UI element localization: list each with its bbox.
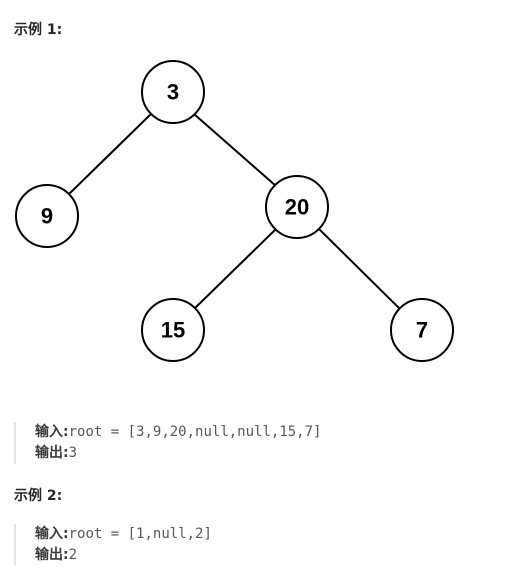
tree-node-3: 3 (141, 60, 205, 124)
edge-3-20 (193, 113, 277, 187)
example-1-input-value: root = [3,9,20,null,null,15,7] (68, 424, 322, 440)
example-1-code-block: 输入:root = [3,9,20,null,null,15,7] 输出:3 (14, 422, 321, 464)
edge-3-9 (67, 113, 152, 196)
example-2-input-value: root = [1,null,2] (68, 526, 212, 542)
tree-node-9: 9 (15, 184, 79, 248)
edge-20-7 (318, 228, 401, 310)
tree-node-20-label: 20 (285, 195, 309, 220)
output-label: 输出: (35, 547, 69, 563)
tree-node-15: 15 (141, 298, 205, 362)
example-1-input-line: 输入:root = [3,9,20,null,null,15,7] (35, 422, 321, 443)
tree-node-9-label: 9 (41, 204, 53, 229)
input-label: 输入: (35, 424, 69, 440)
output-label: 输出: (35, 445, 69, 461)
tree-node-20: 20 (265, 175, 329, 239)
example-2-code-block: 输入:root = [1,null,2] 输出:2 (14, 524, 212, 566)
input-label: 输入: (35, 526, 69, 542)
tree-node-7-label: 7 (416, 318, 428, 343)
example-2-output-line: 输出:2 (35, 545, 212, 566)
binary-tree-diagram: 3 9 20 15 7 (15, 60, 454, 362)
tree-node-15-label: 15 (161, 318, 185, 343)
example-2-output-value: 2 (68, 547, 78, 563)
example-1-title: 示例 1: (14, 22, 63, 38)
tree-node-7: 7 (390, 298, 454, 362)
example-1-output-line: 输出:3 (35, 443, 321, 464)
tree-node-3-label: 3 (167, 80, 179, 105)
example-2-input-line: 输入:root = [1,null,2] (35, 524, 212, 545)
example-1-output-value: 3 (68, 445, 78, 461)
example-2-title: 示例 2: (14, 488, 63, 504)
edge-20-15 (193, 228, 277, 310)
